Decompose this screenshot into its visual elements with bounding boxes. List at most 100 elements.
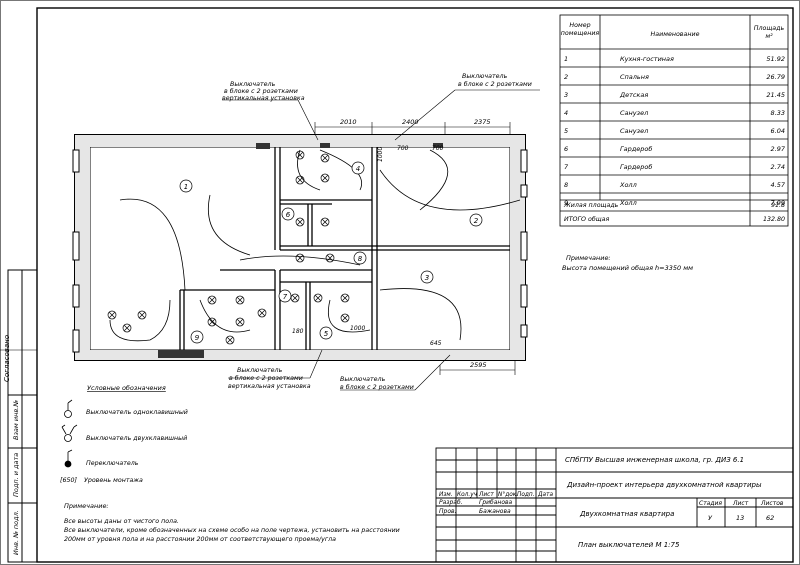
table-cell-number: 9 <box>564 199 568 207</box>
table-cell-name: Санузел <box>620 127 648 135</box>
room-number-8: 8 <box>358 255 363 263</box>
dim-1000-b: 1000 <box>350 325 365 332</box>
table-cell-number: 1 <box>564 55 568 63</box>
callout-bottom-right-1: Выключатель <box>340 376 386 383</box>
callout-bottom-left-3: вертикальная установка <box>228 383 311 390</box>
callout-leaders <box>222 89 540 391</box>
room-table <box>559 14 789 227</box>
table-cell-number: 2 <box>564 73 568 81</box>
dim-2010: 2010 <box>340 118 357 126</box>
tb-drawing: План выключателей М 1:75 <box>578 541 680 549</box>
side-cell-inv: Инв. № подл. <box>12 510 20 555</box>
table-cell-number: 6 <box>564 145 568 153</box>
room-number-6: 6 <box>286 211 291 219</box>
tb-sheets-label: Листов <box>760 500 784 507</box>
tb-stage: У <box>708 514 713 522</box>
table-cell-name: Гардероб <box>620 145 652 153</box>
tb-h-doc: N°док. <box>498 492 518 498</box>
tb-sheet: 13 <box>736 514 744 522</box>
footnote-line-3: 200мм от уровня пола и на расстоянии 200… <box>64 536 336 543</box>
callout-top-left-3: вертикальная установка <box>222 95 305 102</box>
total-area-label: ИТОГО общая <box>564 215 610 223</box>
dim-1000-a: 1000 <box>377 147 384 162</box>
table-cell-area: 2.97 <box>771 145 786 153</box>
side-agreed-label: Согласовано <box>3 335 11 382</box>
room-number-9: 9 <box>195 334 200 342</box>
callout-top-left-1: Выключатель <box>230 81 276 88</box>
table-cell-name: Спальня <box>620 73 649 81</box>
dim-700-b: 700 <box>432 145 444 152</box>
legend-double-switch: Выключатель двухклавишный <box>86 435 187 442</box>
tb-h-sign: Подп. <box>517 492 535 498</box>
table-cell-name: Холл <box>619 199 637 207</box>
side-cell-replace: Взам инв.№ <box>12 400 20 440</box>
table-cell-name: Холл <box>619 181 637 189</box>
callout-top-right-1: Выключатель <box>462 73 508 80</box>
dim-180: 180 <box>292 328 304 335</box>
table-header-name: Наименование <box>651 31 700 38</box>
table-cell-area: 6.04 <box>771 127 785 135</box>
table-cell-area: 7.99 <box>771 199 785 207</box>
tb-sheets: 62 <box>766 514 774 522</box>
table-cell-area: 51.92 <box>766 55 785 63</box>
height-note-text: Высота помещений общая h=3350 мм <box>562 264 693 272</box>
total-area-value: 132.80 <box>763 216 785 223</box>
callout-bottom-left-2: в блоке с 2 розетками <box>229 374 303 382</box>
dim-2400: 2400 <box>402 118 419 126</box>
legend-toggle-switch: Переключатель <box>86 460 139 467</box>
legend-level-mark: [650] <box>60 477 77 484</box>
side-cell-sign: Подп. и дата <box>12 453 20 497</box>
legend-level-text: Уровень монтажа <box>84 477 143 484</box>
floor-plan <box>72 122 528 375</box>
table-cell-area: 4.57 <box>771 181 786 189</box>
living-area-value: 91.8 <box>771 202 785 209</box>
tb-developer-role: Разраб. <box>439 499 463 506</box>
table-cell-name: Гардероб <box>620 163 652 171</box>
dim-645: 645 <box>430 340 442 347</box>
double-switch-icon <box>61 424 78 442</box>
room-number-1: 1 <box>184 183 188 191</box>
callout-bottom-left-1: Выключатель <box>237 367 283 374</box>
room-number-7: 7 <box>283 293 288 301</box>
table-cell-number: 3 <box>564 91 568 99</box>
dim-2375: 2375 <box>474 118 491 126</box>
dim-700-a: 700 <box>397 145 409 152</box>
table-cell-area: 2.74 <box>771 163 785 171</box>
dim-2595: 2595 <box>470 361 487 369</box>
single-switch-icon <box>64 399 73 418</box>
footnote-title: Примечание: <box>64 502 109 510</box>
tb-checker-name: Бажанова <box>479 508 511 515</box>
tb-object: Двухкомнатная квартира <box>579 510 674 518</box>
callout-top-left-2: в блоке с 2 розетками <box>224 87 298 95</box>
tb-developer-name: Грибанова <box>479 499 513 506</box>
title-block <box>435 447 794 563</box>
footnote-line-2: Все выключатели, кроме обозначенных на с… <box>64 526 400 534</box>
table-cell-name: Санузел <box>620 109 648 117</box>
tb-checker-role: Пров. <box>439 508 457 515</box>
tb-stage-label: Стадия <box>699 500 722 507</box>
legend-single-switch: Выключатель одноклавишный <box>86 409 188 416</box>
room-number-2: 2 <box>474 217 479 225</box>
legend-title: Условные обозначения <box>87 384 166 392</box>
table-cell-area: 26.79 <box>766 73 785 81</box>
tb-project: Дизайн-проект интерьера двухкомнатной кв… <box>566 481 762 489</box>
toggle-switch-icon <box>64 449 73 468</box>
table-cell-name: Детская <box>619 91 648 99</box>
callout-bottom-right-2: в блоке с 2 розетками <box>340 383 414 391</box>
tb-org: СПбГПУ Высшая инженерная школа, гр. ДИЗ … <box>565 456 744 464</box>
table-cell-area: 21.45 <box>766 91 785 99</box>
room-number-3: 3 <box>425 274 429 282</box>
room-markers <box>179 161 483 344</box>
table-cell-number: 7 <box>564 163 569 171</box>
side-stamp <box>0 269 38 563</box>
table-cell-number: 5 <box>564 127 568 135</box>
tb-h-date: Дата <box>537 492 553 498</box>
height-note-title: Примечание: <box>566 254 611 262</box>
tb-h-izm: Изм. <box>439 492 453 498</box>
tb-h-list: Лист <box>478 492 494 498</box>
table-cell-number: 4 <box>564 109 568 117</box>
